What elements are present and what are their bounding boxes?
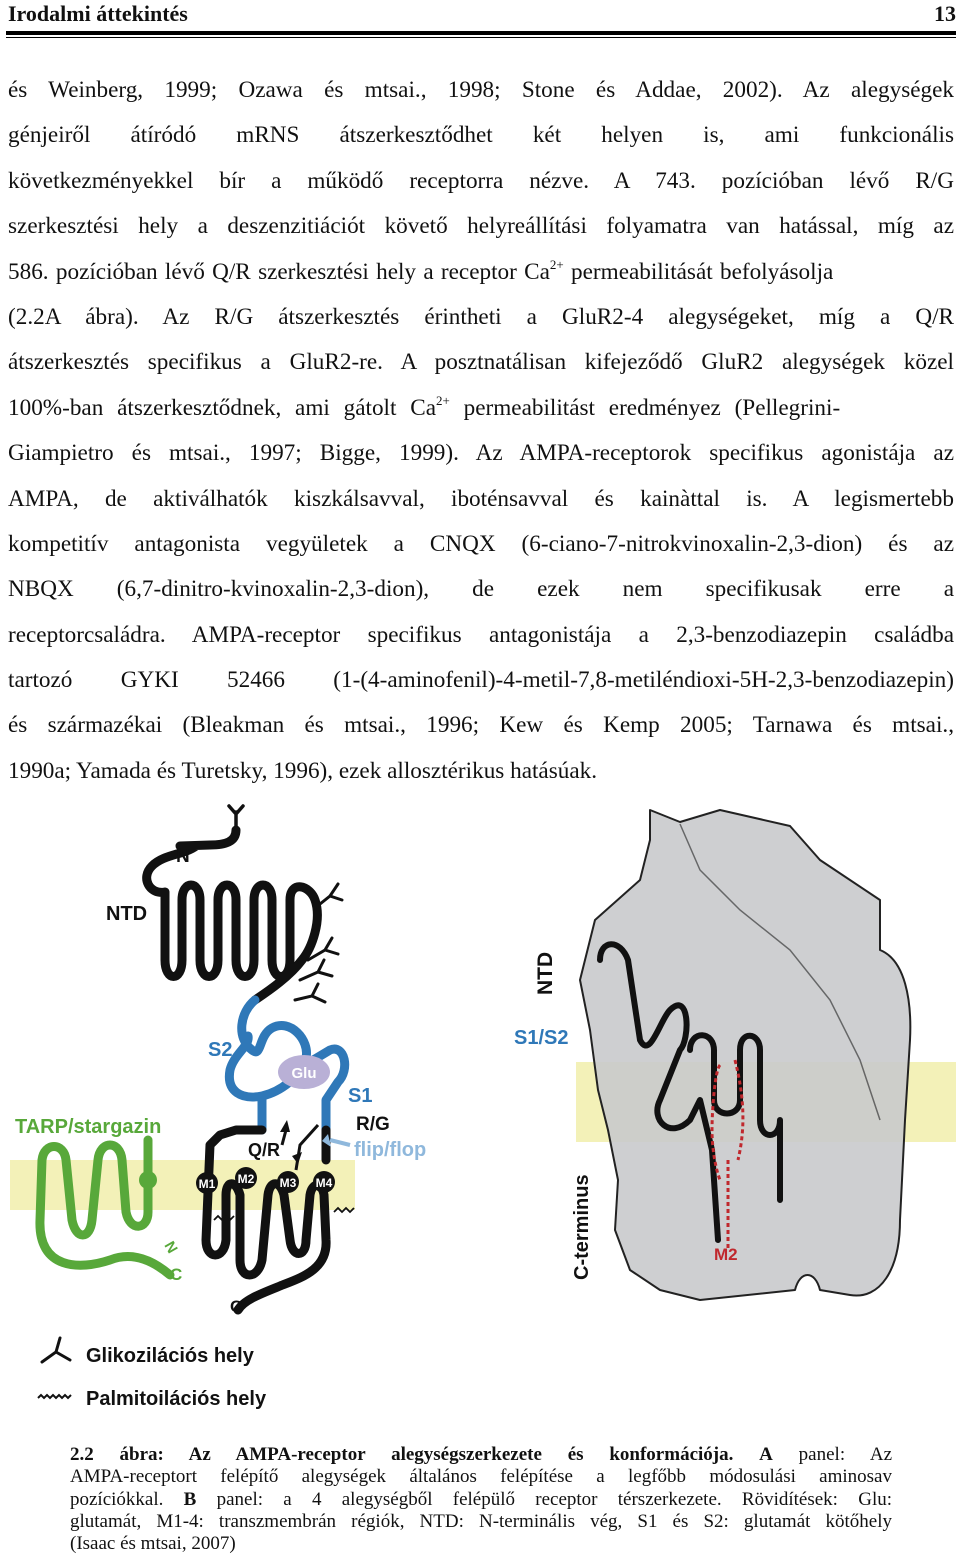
text-line: NBQX (6,7-dinitro-kvinoxalin-2,3-dion), … [8,576,954,603]
s1-label: S1 [348,1085,372,1107]
body-paragraph: és Weinberg, 1999; Ozawa és mtsai., 1998… [8,68,954,794]
glycosylation-icon [306,936,340,962]
qr-label: Q/R [248,1140,280,1160]
superscript: 2+ [549,256,564,272]
qr-arrow-icon [280,1129,288,1146]
m1-segment [196,1172,218,1194]
m1-label: M1 [199,1177,216,1191]
s2-label: S2 [208,1039,232,1061]
text-line: 1990a; Yamada és Turetsky, 1996), ezek a… [8,757,598,784]
m4-label: M4 [316,1176,333,1190]
text-line-with-superscript: 100%-ban átszerkesztődnek, ami gátolt Ca… [8,386,954,431]
caption-title: 2.2 ábra: Az AMPA-receptor alegységszerk… [70,1444,734,1465]
m2-segment [235,1167,257,1189]
legend-palm-label: Palmitoilációs hely [86,1388,267,1410]
caption-text: panel: Az [772,1444,892,1465]
header-rule-thin [6,37,956,38]
caption-b-marker: B [183,1488,197,1510]
rg-label: R/G [356,1114,390,1135]
caption-a-marker: A [759,1444,773,1465]
caption-line: glutamát, M1-4: transzmembrán régiók, NT… [70,1510,892,1532]
text-line: és Weinberg, 1999; Ozawa és mtsai., 1998… [8,77,954,103]
text-line: tartozó GYKI 52466 (1-(4-aminofenil)-4-m… [8,667,954,694]
n-terminal-label: N [176,846,190,867]
glycosylation-icon [293,982,327,1004]
m2-label: M2 [238,1172,255,1186]
receptor-figure-svg: Glu M1 M2 M3 M4 [10,804,956,1410]
figure-2-2: Glu M1 M2 M3 M4 [0,800,960,1440]
ntd-label-b: NTD [534,952,557,995]
panel-b: NTD S1/S2 C-terminus M2 [514,809,956,1301]
caption-line: AMPA-receptort felépítő alegységek által… [70,1466,892,1488]
ntd-label-a: NTD [106,903,147,925]
subunit-chain-b2 [687,1032,783,1203]
caption-line: 2.2 ábra: Az AMPA-receptor alegységszerk… [70,1444,892,1466]
legend-glyco-label: Glikozilációs hely [86,1345,255,1367]
palmitoylation-icon [333,1206,355,1214]
glycosylation-icon [298,958,334,982]
m3-segment [277,1171,299,1193]
figure-legend: Glikozilációs hely Palmitoilációs hely [37,1336,267,1410]
flipflop-arrow-icon [329,1138,351,1147]
cterminus-label: C-terminus [571,1174,593,1280]
c-terminal-label: C [230,1297,242,1316]
text-line: szerkesztési hely a deszenzitiációt köve… [8,213,954,240]
tarp-c-label: C [170,1265,182,1284]
tarp-n-label: N [161,1239,181,1257]
flipflop-label: flip/flop [354,1139,426,1161]
glu-label: Glu [292,1065,317,1082]
header-rule-thick [6,31,956,35]
glu-ligand [278,1055,330,1089]
text-line-start: 100%-ban átszerkesztődnek, ami gátolt Ca [8,394,436,421]
glycosylation-icon [40,1336,72,1364]
s1s2-label: S1/S2 [514,1027,568,1049]
tarp-label: TARP/stargazin [15,1116,161,1138]
m4-segment [313,1171,335,1193]
m2-label-b: M2 [714,1245,738,1264]
subunit-chain-b [597,941,721,1243]
panel-a: Glu M1 M2 M3 M4 [10,804,426,1316]
text-line-start: 586. pozícióban lévő Q/R szerkesztési he… [8,258,550,285]
text-line: Giampietro és mtsai., 1997; Bigge, 1999)… [8,440,954,467]
receptor-envelope [579,809,912,1301]
palmitoylation-icon [213,1214,235,1222]
figure-caption: 2.2 ábra: Az AMPA-receptor alegységszerk… [70,1444,892,1555]
caption-text: pozíciókkal. [70,1488,164,1510]
text-line: kompetitív antagonista vegyületek a CNQX… [8,530,954,557]
page-header: Irodalmi áttekintés 13 [8,0,956,28]
text-line-end: permeabilitását befolyásolja [563,258,834,285]
text-line: génjeiről átíródó mRNS átszerkesztődhet … [8,122,954,149]
text-line: és származékai (Bleakman és mtsai., 1996… [8,712,954,739]
palmitoylation-icon [37,1393,72,1400]
glycosylation-icon [313,882,344,910]
transmembrane-chain [201,1125,331,1315]
text-line-with-superscript: 586. pozícióban lévő Q/R szerkesztési he… [8,250,954,295]
caption-line: (Isaac és mtsai, 2007) [70,1533,236,1555]
superscript: 2+ [436,392,450,408]
text-line: átszerkesztés specifikus a GluR2-re. A p… [8,349,954,376]
envelope-edge [679,823,881,1121]
text-line: (2.2A ábra). Az R/G átszerkesztés érinth… [8,303,954,330]
caption-line: pozíciókkal. B panel: a 4 alegységből fe… [70,1489,892,1511]
chapter-title: Irodalmi áttekintés [8,1,188,26]
text-line: AMPA, de aktiválhatók kiszkálsavval, ibo… [8,485,954,512]
membrane-band-a [10,1160,355,1210]
text-line: következményekkel bír a működő receptorr… [8,167,954,194]
text-line-end: permeabilitást eredményez (Pellegrini- [449,394,841,421]
caption-text: panel: a 4 alegységből felépülő receptor… [196,1488,892,1510]
m3-label: M3 [280,1176,297,1190]
text-line: receptorcsaládra. AMPA-receptor specifik… [8,621,954,648]
tarp-stargazin-chain [35,1135,175,1280]
m2-dotted-chain [710,1059,745,1181]
ntd-chain [142,825,322,1005]
page-number: 13 [934,1,956,26]
